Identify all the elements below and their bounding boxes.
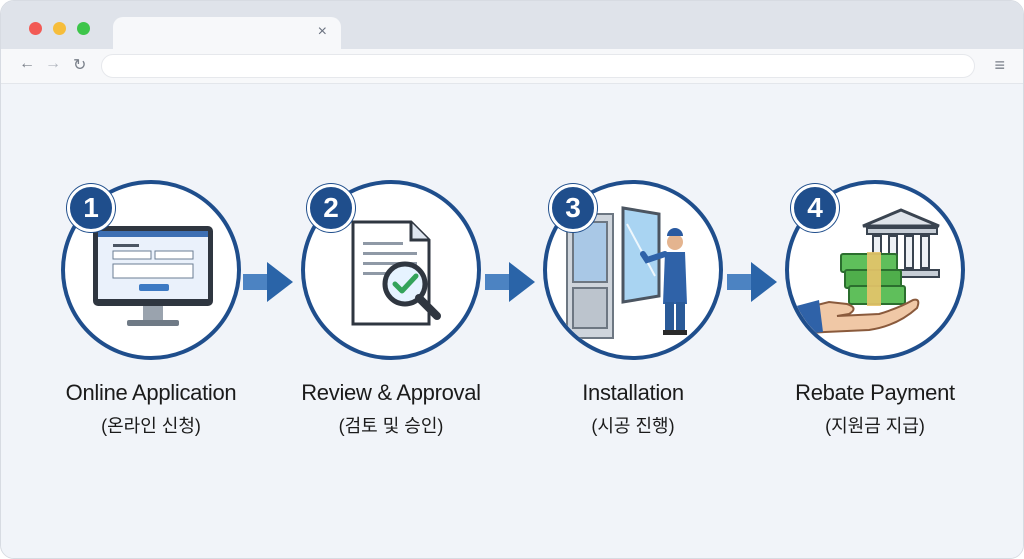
step-circle — [785, 180, 965, 360]
minimize-window-button[interactable] — [53, 22, 66, 35]
computer-form-icon — [93, 226, 213, 326]
step-label: Online Application — [65, 380, 237, 405]
maximize-window-button[interactable] — [77, 22, 90, 35]
step-label: Rebate Payment — [795, 380, 955, 405]
page-content: 1 Online Application (온라인 신청) — [1, 84, 1023, 558]
step-label: Review & Approval — [301, 380, 481, 405]
step-number-badge: 4 — [791, 184, 839, 232]
address-bar[interactable] — [101, 54, 975, 78]
step-number-badge: 3 — [549, 184, 597, 232]
step-number-badge: 1 — [67, 184, 115, 232]
browser-tab[interactable]: × — [113, 17, 341, 51]
arrow-right-icon — [243, 262, 293, 302]
step-sublabel: (온라인 신청) — [101, 416, 201, 436]
step-sublabel: (지원금 지급) — [825, 416, 925, 436]
window-installer-icon — [566, 206, 687, 339]
title-bar: × — [1, 1, 1023, 51]
close-window-button[interactable] — [29, 22, 42, 35]
step-sublabel: (검토 및 승인) — [338, 416, 444, 436]
reload-icon[interactable]: ↻ — [73, 57, 87, 74]
step-number-badge: 2 — [307, 184, 355, 232]
back-arrow-icon[interactable]: ← — [19, 55, 35, 72]
document-magnifier-icon — [351, 220, 441, 326]
bank-cash-hand-icon — [789, 208, 940, 336]
menu-icon[interactable]: ≡ — [994, 55, 1005, 75]
step-label: Installation — [582, 380, 684, 405]
arrow-right-icon — [727, 262, 777, 302]
arrow-right-icon — [485, 262, 535, 302]
tab-close-icon[interactable]: × — [317, 23, 327, 40]
step-circle — [301, 180, 481, 360]
forward-arrow-icon[interactable]: → — [45, 55, 61, 72]
browser-toolbar: ← → ↻ ≡ — [1, 49, 1023, 84]
step-circle — [61, 180, 241, 360]
step-sublabel: (시공 진행) — [591, 416, 675, 436]
